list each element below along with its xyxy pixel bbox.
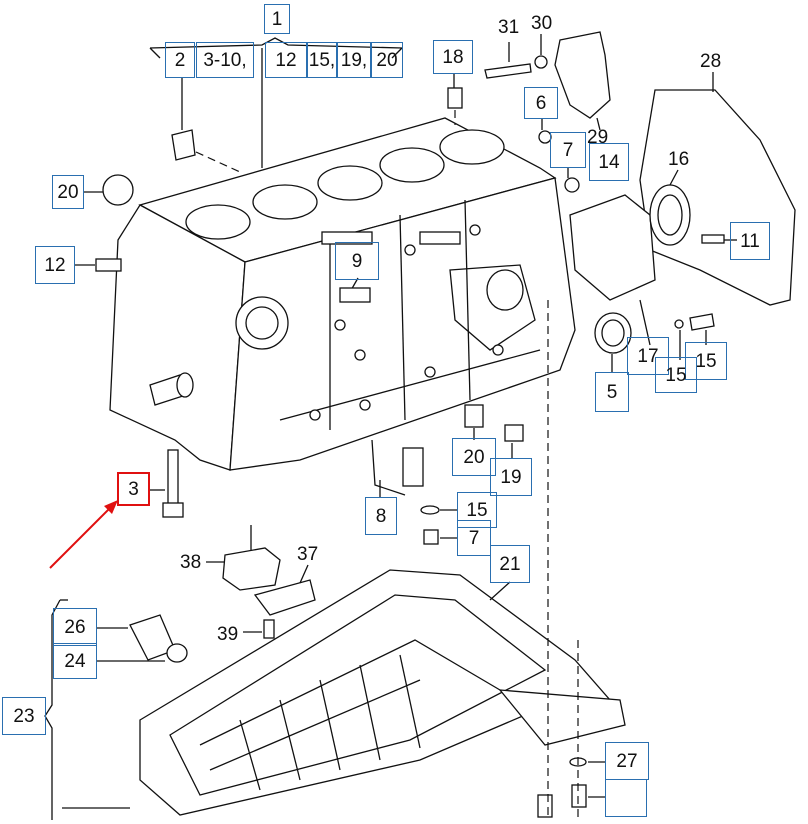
label-29: 29 [587, 127, 609, 148]
callout-19[interactable]: 19 [490, 458, 532, 496]
part-11 [701, 234, 725, 244]
callout-13[interactable]: 14 [589, 143, 629, 181]
callout-10[interactable]: 9 [335, 242, 379, 280]
part-18 [447, 87, 463, 109]
part-2 [171, 129, 196, 161]
part-31 [484, 63, 532, 79]
part-30 [534, 55, 548, 69]
part-8 [402, 447, 424, 487]
callout-5[interactable]: 5 [595, 372, 629, 412]
callout-20[interactable]: 20 [452, 438, 496, 476]
label-37: 37 [297, 544, 319, 565]
callout-23[interactable]: 24 [53, 643, 97, 679]
callout-15-right[interactable]: 15 [655, 357, 697, 393]
callout-1[interactable]: 1 [264, 4, 290, 34]
callout-19-top[interactable]: 19, [337, 42, 371, 78]
group-bracket [149, 37, 403, 49]
callout-12[interactable]: 12 [35, 246, 75, 284]
callout-8[interactable]: 8 [365, 497, 397, 535]
callout-27[interactable] [605, 779, 647, 817]
callout-18[interactable]: 18 [433, 40, 473, 74]
label-39: 39 [217, 624, 239, 645]
part-38 [222, 547, 281, 591]
oil-pan [139, 569, 626, 816]
callout-26[interactable]: 27 [605, 742, 649, 780]
highlight-arrow [49, 504, 114, 569]
callout-15[interactable]: 15 [457, 492, 497, 528]
part-6 [538, 130, 552, 144]
callout-15-top[interactable]: 15, [307, 42, 337, 78]
label-38: 38 [180, 552, 202, 573]
part-4 [102, 174, 134, 206]
part-13 [569, 194, 656, 301]
callout-6[interactable]: 6 [524, 87, 558, 119]
part-3 [167, 449, 179, 506]
callout-9[interactable]: 7 [457, 520, 491, 556]
callout-21[interactable]: 21 [490, 545, 530, 583]
part-23 [166, 643, 188, 663]
part-7 [564, 177, 580, 193]
callout-22[interactable]: 23 [2, 697, 46, 735]
callout-14[interactable]: 15 [685, 342, 727, 380]
part-12 [95, 258, 122, 272]
part-39 [263, 619, 275, 639]
label-28: 28 [700, 51, 722, 72]
part-19 [504, 424, 524, 442]
part-29 [554, 31, 611, 119]
callout-12-top[interactable]: 12 [265, 42, 307, 78]
callout-3-10[interactable]: 3-10, [196, 42, 254, 78]
callout-20-top[interactable]: 20 [371, 42, 403, 78]
part-37 [253, 579, 316, 616]
part-9 [423, 529, 439, 545]
part-27 [571, 784, 587, 808]
part-15-oring [420, 505, 440, 515]
callout-17[interactable]: 17 [627, 337, 669, 375]
engine-block [109, 117, 576, 471]
label-30: 30 [531, 13, 553, 34]
part-10 [339, 287, 371, 303]
label-16: 16 [668, 149, 690, 170]
label-31: 31 [498, 17, 520, 38]
callout-11[interactable]: 11 [730, 222, 770, 260]
part-20 [464, 404, 484, 428]
callout-3-selected[interactable]: 3 [117, 472, 150, 506]
callout-4[interactable]: 20 [52, 175, 84, 209]
callout-7[interactable]: 7 [550, 132, 586, 168]
callout-2[interactable]: 2 [165, 42, 195, 78]
callout-24[interactable]: 26 [53, 608, 97, 646]
part-14 [689, 313, 715, 331]
